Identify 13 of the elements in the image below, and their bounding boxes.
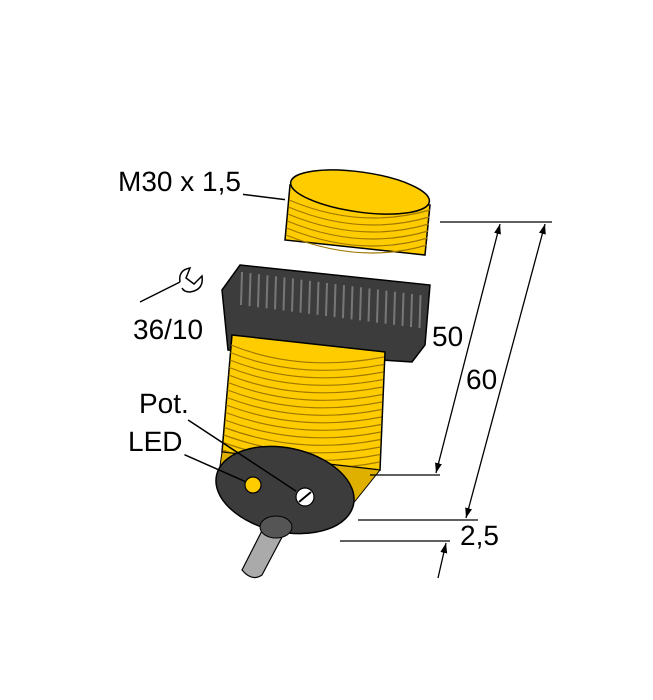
wrench-size-label: 36/10 bbox=[133, 316, 204, 344]
dimension-value: 2,5 bbox=[460, 522, 499, 550]
potentiometer bbox=[295, 487, 315, 507]
leader-line bbox=[242, 194, 286, 200]
callout-label: M30 x 1,5 bbox=[118, 168, 241, 196]
led-indicator bbox=[244, 476, 262, 494]
dimension-value: 50 bbox=[432, 323, 464, 351]
leader-line bbox=[184, 454, 246, 482]
callout-label: Pot. bbox=[139, 390, 189, 418]
leader-line bbox=[188, 419, 296, 492]
threaded-sleeve bbox=[284, 169, 431, 256]
dimension-value: 60 bbox=[466, 366, 498, 394]
callout-label: LED bbox=[128, 428, 182, 456]
